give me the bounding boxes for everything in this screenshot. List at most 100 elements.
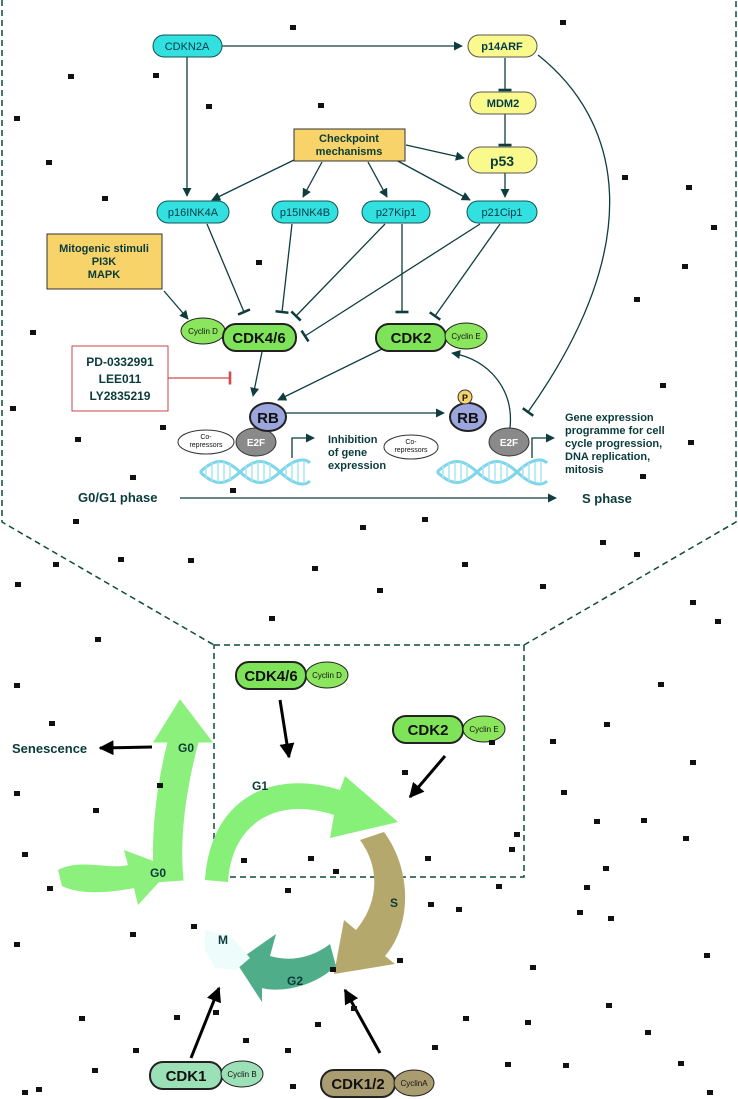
dna-helix-left: [198, 458, 312, 486]
noise-speck: [563, 1063, 569, 1068]
rb-label-right: RB: [457, 410, 479, 427]
noise-speck: [428, 902, 434, 907]
noise-speck: [22, 852, 28, 857]
cdk2-complex-top: CDK2 Cyclin E: [375, 322, 488, 352]
noise-speck: [75, 437, 81, 442]
corepressors-right-1: Co-: [405, 439, 417, 446]
inhibition-line-1: Inhibition: [328, 434, 378, 446]
noise-speck: [10, 406, 16, 411]
p27-label: p27Kip1: [376, 207, 416, 219]
noise-speck: [213, 1010, 219, 1015]
cdk12-complex: CDK1/2 CyclinA: [320, 1069, 435, 1098]
noise-speck: [594, 819, 600, 824]
p21-node: p21Cip1: [466, 200, 538, 224]
noise-speck: [93, 808, 99, 813]
noise-speck: [540, 584, 546, 589]
noise-speck: [641, 818, 647, 823]
cdk2-label-top: CDK2: [391, 330, 432, 347]
noise-speck: [422, 517, 428, 522]
noise-speck: [130, 475, 136, 480]
cdk46-complex-top: Cyclin D CDK4/6: [180, 317, 297, 352]
mdm2-node: MDM2: [469, 91, 537, 115]
cyclin-d-label-top: Cyclin D: [188, 327, 218, 336]
noise-speck: [707, 1090, 713, 1095]
noise-speck: [285, 888, 291, 893]
corepressors-left-2: repressors: [189, 442, 223, 449]
noise-speck: [688, 440, 694, 445]
noise-speck: [686, 185, 692, 190]
cyclin-d-label-bottom: Cyclin D: [312, 671, 342, 680]
g0-left-arrow: [58, 850, 172, 905]
zoom-frame: [213, 644, 525, 878]
p15-node: p15INK4B: [271, 200, 339, 224]
s-arrow: [334, 832, 406, 974]
senescence-label: Senescence: [12, 741, 87, 756]
noise-speck: [514, 832, 520, 837]
noise-speck: [174, 1015, 180, 1020]
noise-speck: [634, 297, 640, 302]
noise-speck: [49, 721, 55, 726]
p14arf-node: p14ARF: [467, 34, 538, 58]
phase-s-label: S phase: [582, 491, 632, 506]
noise-speck: [600, 540, 606, 545]
noise-speck: [584, 885, 590, 890]
cdkn2a-label: CDKN2A: [165, 41, 210, 53]
p53-label: p53: [490, 153, 514, 169]
noise-speck: [505, 1062, 511, 1067]
noise-speck: [351, 1006, 357, 1011]
e2f-label-left: E2F: [247, 438, 265, 449]
noise-speck: [36, 1087, 42, 1092]
noise-speck: [308, 856, 314, 861]
cyclin-e-label-bottom: Cyclin E: [469, 725, 498, 734]
noise-speck: [525, 1020, 531, 1025]
m-label: M: [218, 933, 228, 947]
p16-label: p16INK4A: [168, 207, 219, 219]
e2f-label-right: E2F: [500, 438, 518, 449]
noise-speck: [604, 722, 610, 727]
noise-speck: [682, 264, 688, 269]
cdk2-label-bottom: CDK2: [408, 722, 449, 739]
noise-speck: [312, 566, 318, 571]
noise-speck: [432, 1045, 438, 1050]
noise-speck: [14, 116, 20, 121]
p21-label: p21Cip1: [482, 207, 523, 219]
noise-speck: [634, 552, 640, 557]
noise-speck: [397, 958, 403, 963]
cyclin-b-label: Cyclin B: [227, 1070, 256, 1079]
noise-speck: [690, 600, 696, 605]
noise-speck: [14, 942, 20, 947]
noise-speck: [46, 160, 52, 165]
inhibition-line-2: of gene: [328, 447, 367, 459]
cdk2-complex-bottom: CDK2 Cyclin E: [392, 715, 506, 744]
inhibitor-box: PD-0332991 LEE011 LY2835219: [71, 345, 169, 412]
noise-speck: [157, 783, 163, 788]
noise-speck: [622, 175, 628, 180]
noise-speck: [683, 836, 689, 841]
mdm2-label: MDM2: [487, 98, 519, 110]
p14arf-label: p14ARF: [481, 41, 523, 53]
inhibitor-2: LEE011: [99, 372, 142, 386]
noise-speck: [496, 884, 502, 889]
noise-speck: [561, 790, 567, 795]
noise-speck: [318, 103, 324, 108]
mitogenic-line-2: PI3K: [92, 256, 117, 268]
noise-speck: [530, 965, 536, 970]
p15-label: p15INK4B: [280, 207, 330, 219]
noise-speck: [133, 1048, 139, 1053]
cdk1-arrow: [189, 986, 221, 1059]
noise-speck: [15, 582, 21, 587]
cdk1-complex: CDK1 Cyclin B: [149, 1060, 264, 1090]
noise-speck: [315, 1022, 321, 1027]
noise-dots: [10, 20, 721, 1095]
checkpoint-line-1: Checkpoint: [319, 133, 379, 145]
noise-speck: [640, 474, 646, 479]
corepressors-left-1: Co-: [200, 434, 212, 441]
noise-speck: [191, 924, 197, 929]
noise-speck: [22, 1090, 28, 1095]
noise-speck: [290, 25, 296, 30]
noise-speck: [241, 858, 247, 863]
rb-phospho-right: RB P E2F Co- repressors: [383, 389, 530, 460]
cyclin-a-label: CyclinA: [400, 1079, 428, 1088]
g0-top-arrow: [153, 699, 214, 883]
